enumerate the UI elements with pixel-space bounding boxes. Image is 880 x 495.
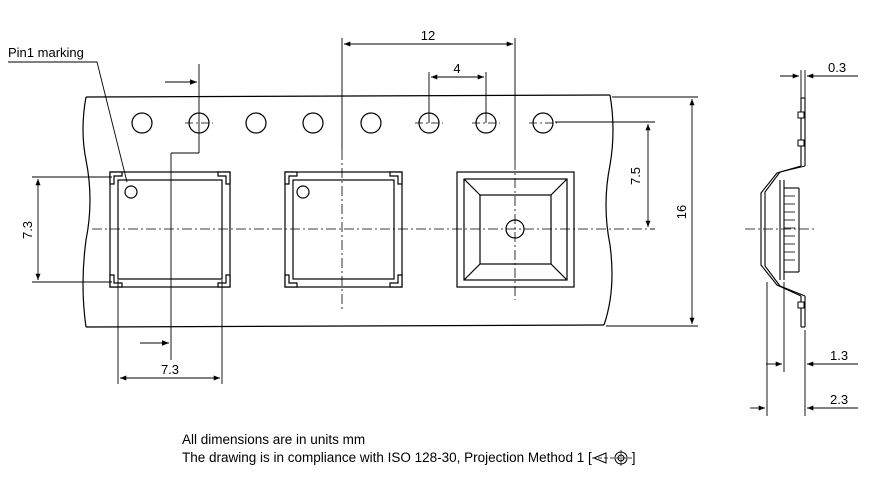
tape-bottom-edge [85,324,605,328]
dim-2-3-label: 2.3 [830,392,848,407]
dimension-12 [341,38,516,160]
dimension-1-3 [766,282,858,372]
dimension-7-3-horizontal [117,280,223,384]
pin1-label: Pin1 marking [8,45,84,60]
dim-16-label: 16 [674,205,689,219]
centerlines [92,150,650,310]
tape-right-break [603,94,614,326]
note-projection-end: ] [631,450,636,465]
notes: All dimensions are in units mm The drawi… [182,431,635,467]
sprocket-hole [245,112,267,134]
sprocket-hole [360,112,382,134]
dimension-0-3 [780,70,858,98]
dim-12-label: 12 [421,28,435,43]
dimension-7-3-vertical [32,176,112,283]
note-units: All dimensions are in units mm [182,432,366,447]
tape-top-edge [85,94,611,98]
dim-7-3-h-label: 7.3 [161,362,179,377]
reference-line [170,64,200,360]
side-view [760,97,806,328]
note-projection-text: The drawing is in compliance with ISO 12… [182,450,592,465]
dim-7-5-label: 7.5 [628,167,643,185]
dim-0-3-label: 0.3 [828,60,846,75]
sprocket-hole [302,112,324,134]
carrier-tape [82,94,614,328]
dim-1-3-label: 1.3 [830,348,848,363]
tape-left-break [82,96,91,328]
dimension-2-3 [750,282,858,416]
pocket-1 [109,171,231,288]
sprocket-hole [131,112,153,134]
pocket-2 [284,171,403,288]
dim-7-3-v-label: 7.3 [20,221,35,239]
dimension-4 [428,72,487,123]
dimension-16 [606,96,698,327]
side-view-tabs [797,111,805,309]
pin1-dot [124,185,138,199]
pocket-3 [456,171,575,288]
dimension-7-5 [555,121,655,230]
note-projection: The drawing is in compliance with ISO 12… [182,449,635,467]
pin1-dot [296,185,310,199]
dim-4-label: 4 [453,61,460,76]
pin1-leader [8,61,128,183]
projection-method-icon [591,450,632,467]
